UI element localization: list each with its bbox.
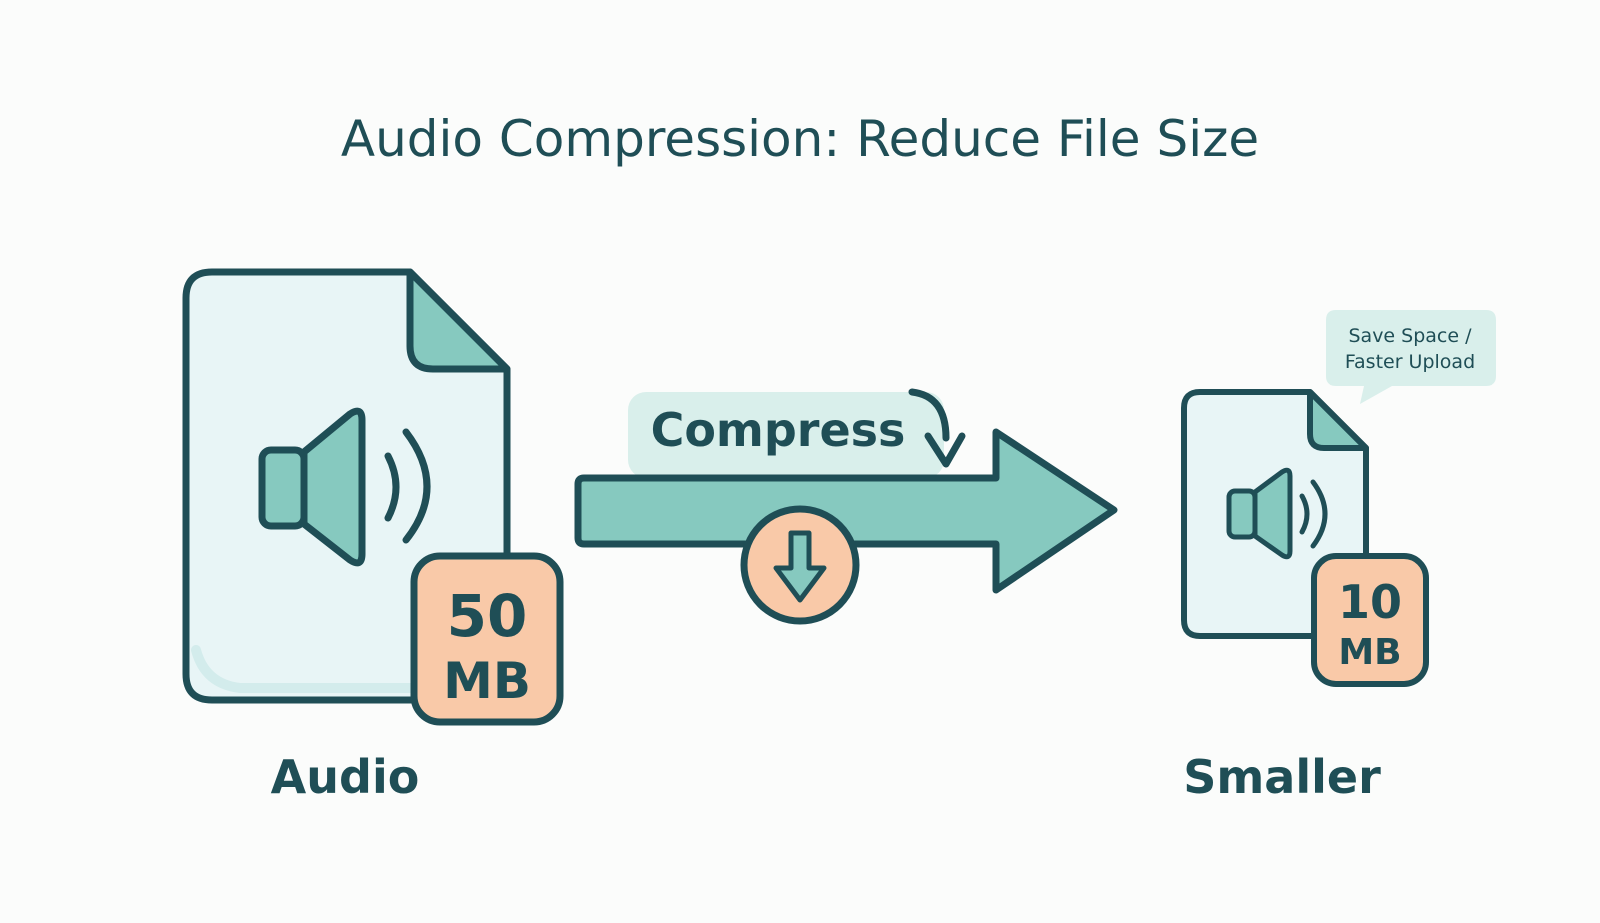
result-label: Smaller	[1183, 750, 1381, 804]
result-size-value: 10	[1338, 575, 1402, 629]
compress-arrow-shape	[574, 428, 1118, 594]
diagram-title: Audio Compression: Reduce File Size	[341, 110, 1259, 168]
result-size-badge: 10 MB	[1311, 553, 1429, 687]
speaker-icon	[1226, 467, 1328, 560]
compress-label-box	[628, 392, 944, 478]
source-size-unit: MB	[443, 652, 531, 710]
compress-arrow: Compress	[574, 388, 1118, 625]
result-size-unit: MB	[1338, 632, 1401, 673]
source-file-fold	[406, 268, 511, 373]
result-file: 10 MB	[1181, 389, 1429, 687]
source-label: Audio	[271, 750, 420, 804]
source-size-value: 50	[447, 582, 528, 650]
callout-bubble	[1326, 310, 1496, 404]
result-file-fold	[1307, 389, 1369, 451]
curved-arrow-icon	[908, 388, 966, 468]
source-file: 50 MB	[182, 268, 564, 726]
speaker-icon	[258, 407, 431, 567]
benefit-callout: Save Space / Faster Upload	[1326, 310, 1496, 404]
down-arrow-icon	[740, 505, 860, 625]
callout-line-2: Faster Upload	[1345, 351, 1475, 373]
compress-label: Compress	[651, 403, 906, 457]
source-file-shine	[191, 645, 485, 693]
source-size-badge: 50 MB	[410, 552, 564, 726]
callout-line-1: Save Space /	[1348, 325, 1472, 347]
